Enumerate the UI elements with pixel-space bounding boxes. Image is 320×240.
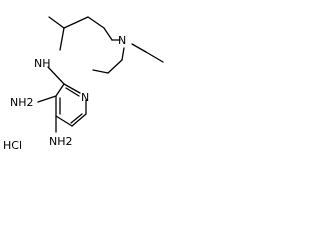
hcl-salt-label: HCl <box>3 139 22 152</box>
molecule-diagram: N NH N NH2 NH2 HCl <box>0 0 187 167</box>
bond-ch3-ch <box>48 16 65 29</box>
bond-n-ethyl1-a <box>131 43 147 53</box>
tertiary-amine-label: N <box>118 34 126 47</box>
amine-3-label: NH2 <box>10 96 34 109</box>
bond-c3-nh2 <box>37 95 57 103</box>
amine-4-label: NH2 <box>49 135 73 148</box>
secondary-amine-label: NH <box>34 57 51 70</box>
bond-c5-c4 <box>55 115 73 127</box>
bond-c2-n1 <box>63 83 81 94</box>
bond-c2-n1-double <box>65 87 80 97</box>
bond-c6-c5-double <box>70 113 83 124</box>
bond-n-ethyl2-a <box>121 47 125 61</box>
bond-ch-nh <box>59 27 65 51</box>
ring-nitrogen-label: N <box>81 91 89 104</box>
bond-ch2b-ch2c <box>103 27 113 41</box>
bond-ch2a-ch2b <box>87 16 105 29</box>
bond-ethyl2-b <box>107 59 123 74</box>
bond-c6-c5 <box>71 113 87 127</box>
bond-c3-c2 <box>55 83 65 97</box>
structure-svg: N NH N NH2 NH2 HCl <box>3 16 164 152</box>
bond-ch-ch2a <box>63 16 89 29</box>
bond-nh-c2 <box>47 66 65 85</box>
bond-ethyl2-c <box>92 69 109 74</box>
bond-ethyl1-b <box>145 51 164 63</box>
